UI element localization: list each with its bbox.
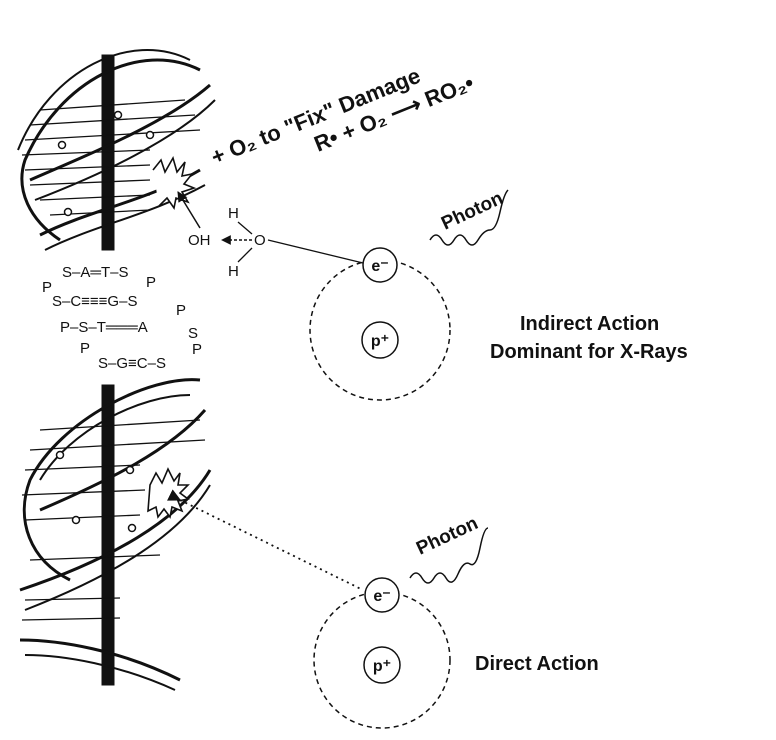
svg-text:S: S (188, 325, 198, 342)
water-h-top: H (228, 205, 239, 222)
photon-label-direct: Photon (413, 513, 481, 560)
electron-direct (364, 577, 400, 613)
base-pairs: S–A═T–S P P S–C≡≡≡G–S P P–S–T═══A S P S–… (42, 264, 202, 372)
photon-wave-direct (409, 527, 489, 584)
svg-text:p⁺: p⁺ (373, 658, 391, 675)
oh-attack-arrow (177, 191, 201, 229)
dna-helix-upper (17, 49, 216, 251)
svg-text:e⁻: e⁻ (371, 258, 388, 275)
water-oxygen: O (254, 232, 266, 249)
svg-text:e⁻: e⁻ (373, 588, 390, 605)
indirect-action-label: Indirect Action (520, 313, 659, 335)
direct-atom: e⁻ p⁺ Photon Direct Action (167, 489, 599, 729)
svg-text:p⁺: p⁺ (371, 333, 389, 350)
indirect-action-sublabel: Dominant for X-Rays (490, 341, 688, 363)
photon-label-indirect: Photon (438, 188, 506, 235)
svg-text:P: P (176, 302, 186, 319)
indirect-atom: e⁻ p⁺ Photon Indirect Action Dominant fo… (309, 188, 688, 401)
direct-action-label: Direct Action (475, 653, 599, 675)
photon-wave-indirect (429, 189, 509, 246)
base-pair-row-1: S–A═T–S (62, 264, 129, 281)
hydroxyl-radical: OH (188, 232, 211, 249)
base-pair-row-4: S–G≡C–S (98, 355, 166, 372)
svg-text:P: P (42, 279, 52, 296)
electron-orbit-indirect (309, 259, 451, 401)
electron-to-water-line (267, 239, 364, 264)
damage-site-direct (147, 467, 190, 519)
base-pair-row-2: S–C≡≡≡G–S (52, 293, 137, 310)
svg-text:P: P (192, 341, 202, 358)
dna-helix-lower (19, 378, 212, 691)
proton-direct (363, 646, 401, 684)
svg-text:P: P (80, 340, 90, 357)
water-h-bottom: H (228, 263, 239, 280)
proton-indirect (361, 321, 399, 359)
water-molecule: H O H OH (177, 191, 364, 280)
helix-axis-upper (101, 54, 115, 251)
base-pair-row-3: P–S–T═══A (60, 319, 148, 336)
svg-text:P: P (146, 274, 156, 291)
electron-indirect (362, 247, 398, 283)
direct-path-dotted (167, 489, 364, 591)
damage-site-indirect (152, 155, 197, 210)
helix-axis-lower (101, 384, 115, 686)
